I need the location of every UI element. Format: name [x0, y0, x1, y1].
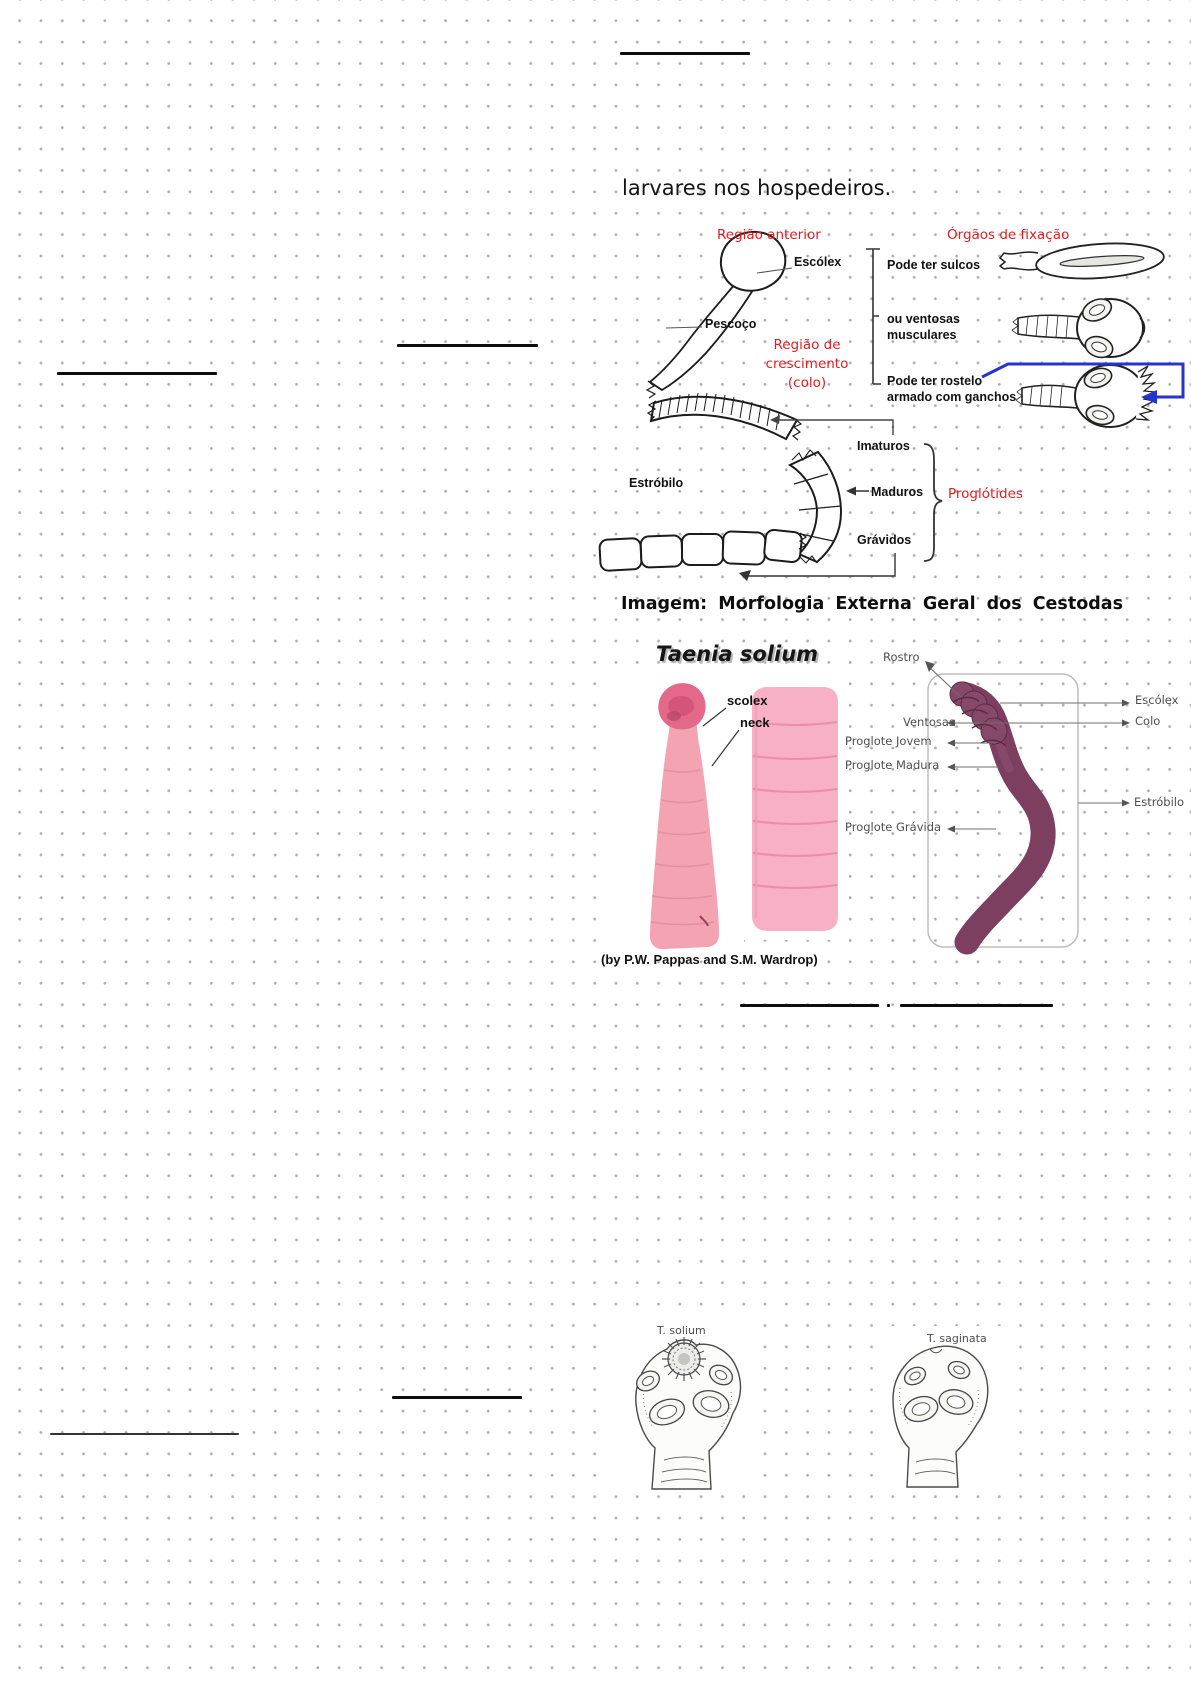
- sucker-scolex-drawing: [1011, 298, 1146, 359]
- label-regiao-anterior: Região anterior: [717, 227, 821, 243]
- label-proglotides: Proglótides: [948, 486, 1023, 502]
- label-pode-ter-rostelo-l2: armado com ganchos: [887, 390, 1017, 404]
- blank-line-bottom-mid: [392, 1396, 522, 1399]
- label-estrobilo-right: Estróbilo: [1134, 795, 1185, 809]
- label-neck: neck: [740, 715, 770, 730]
- label-proglote-gravida: Proglote Grávida: [845, 820, 942, 834]
- intro-text: larvares nos hospedeiros.: [622, 176, 892, 200]
- label-orgaos-fixacao: Órgãos de fixação: [947, 227, 1070, 243]
- bothria-scolex-drawing: [998, 242, 1165, 280]
- label-ou-ventosas-l2: musculares: [887, 328, 957, 342]
- blank-line-top: [620, 52, 750, 55]
- label-pode-ter-sulcos: Pode ter sulcos: [887, 258, 981, 272]
- label-regiao-crescimento: Região de crescimento (colo): [750, 336, 864, 393]
- cestode-scolex-sketch: [645, 230, 793, 399]
- label-regiao-crescimento-l3: (colo): [787, 375, 827, 391]
- label-escolex-1: Escólex: [794, 255, 842, 269]
- blank-line-mid-right: [397, 344, 538, 347]
- label-pode-ter-rostelo: Pode ter rostelo armado com ganchos: [887, 373, 1016, 405]
- blank-line-low-a: [740, 1004, 879, 1007]
- label-ou-ventosas: ou ventosas musculares: [887, 311, 960, 343]
- proglotides-brace: [923, 443, 943, 562]
- label-t-solium: T. solium: [657, 1324, 706, 1337]
- pink-worm-photo: [650, 683, 719, 950]
- blue-callout-arrow: [981, 362, 1185, 404]
- label-regiao-crescimento-l1: Região de: [773, 337, 841, 353]
- label-ou-ventosas-l1: ou ventosas: [887, 312, 960, 326]
- pink-segments-photo: [752, 687, 838, 931]
- label-colo-right: Colo: [1135, 714, 1161, 728]
- label-pescoco: Pescoço: [705, 317, 757, 331]
- label-scolex: scolex: [727, 693, 768, 708]
- t-saginata-scolex-drawing: [892, 1345, 989, 1488]
- label-regiao-crescimento-l2: crescimento: [765, 356, 849, 372]
- label-maduros: Maduros: [871, 485, 924, 499]
- blank-line-low-b: [900, 1004, 1053, 1007]
- gravid-chain-sketch: [598, 528, 896, 581]
- period-dot: [887, 1004, 890, 1007]
- figure2-title: Taenia solium: [656, 642, 819, 666]
- taenia-label-arrows: [702, 661, 1130, 833]
- label-pode-ter-rostelo-l1: Pode ter rostelo: [887, 374, 983, 388]
- label-rostro: Rostro: [883, 650, 920, 664]
- proglottid-chain-sketch: [787, 449, 869, 564]
- label-proglote-jovem: Proglote Jovem: [845, 734, 932, 748]
- label-t-saginata: T. saginata: [927, 1332, 987, 1345]
- strobila-ribbon-sketch: [646, 392, 894, 441]
- label-proglote-madura: Proglote Madura: [845, 758, 940, 772]
- figure2-attribution: (by P.W. Pappas and S.M. Wardrop): [601, 952, 818, 967]
- figure1-caption: Imagem: Morfologia Externa Geral dos Ces…: [621, 594, 1123, 614]
- fixation-bracket: [866, 248, 881, 385]
- label-gravidos: Grávidos: [857, 533, 912, 547]
- label-imaturos: Imaturos: [857, 439, 910, 453]
- blank-line-bottom-left: [50, 1433, 239, 1435]
- label-estrobilo-1: Estróbilo: [629, 476, 684, 490]
- t-solium-scolex-drawing: [635, 1337, 742, 1490]
- rostellum-scolex-drawing: [1015, 364, 1157, 428]
- blank-line-mid-left: [57, 372, 217, 375]
- label-ventosas: Ventosas: [903, 715, 955, 729]
- label-escolex-right: Escólex: [1135, 693, 1179, 707]
